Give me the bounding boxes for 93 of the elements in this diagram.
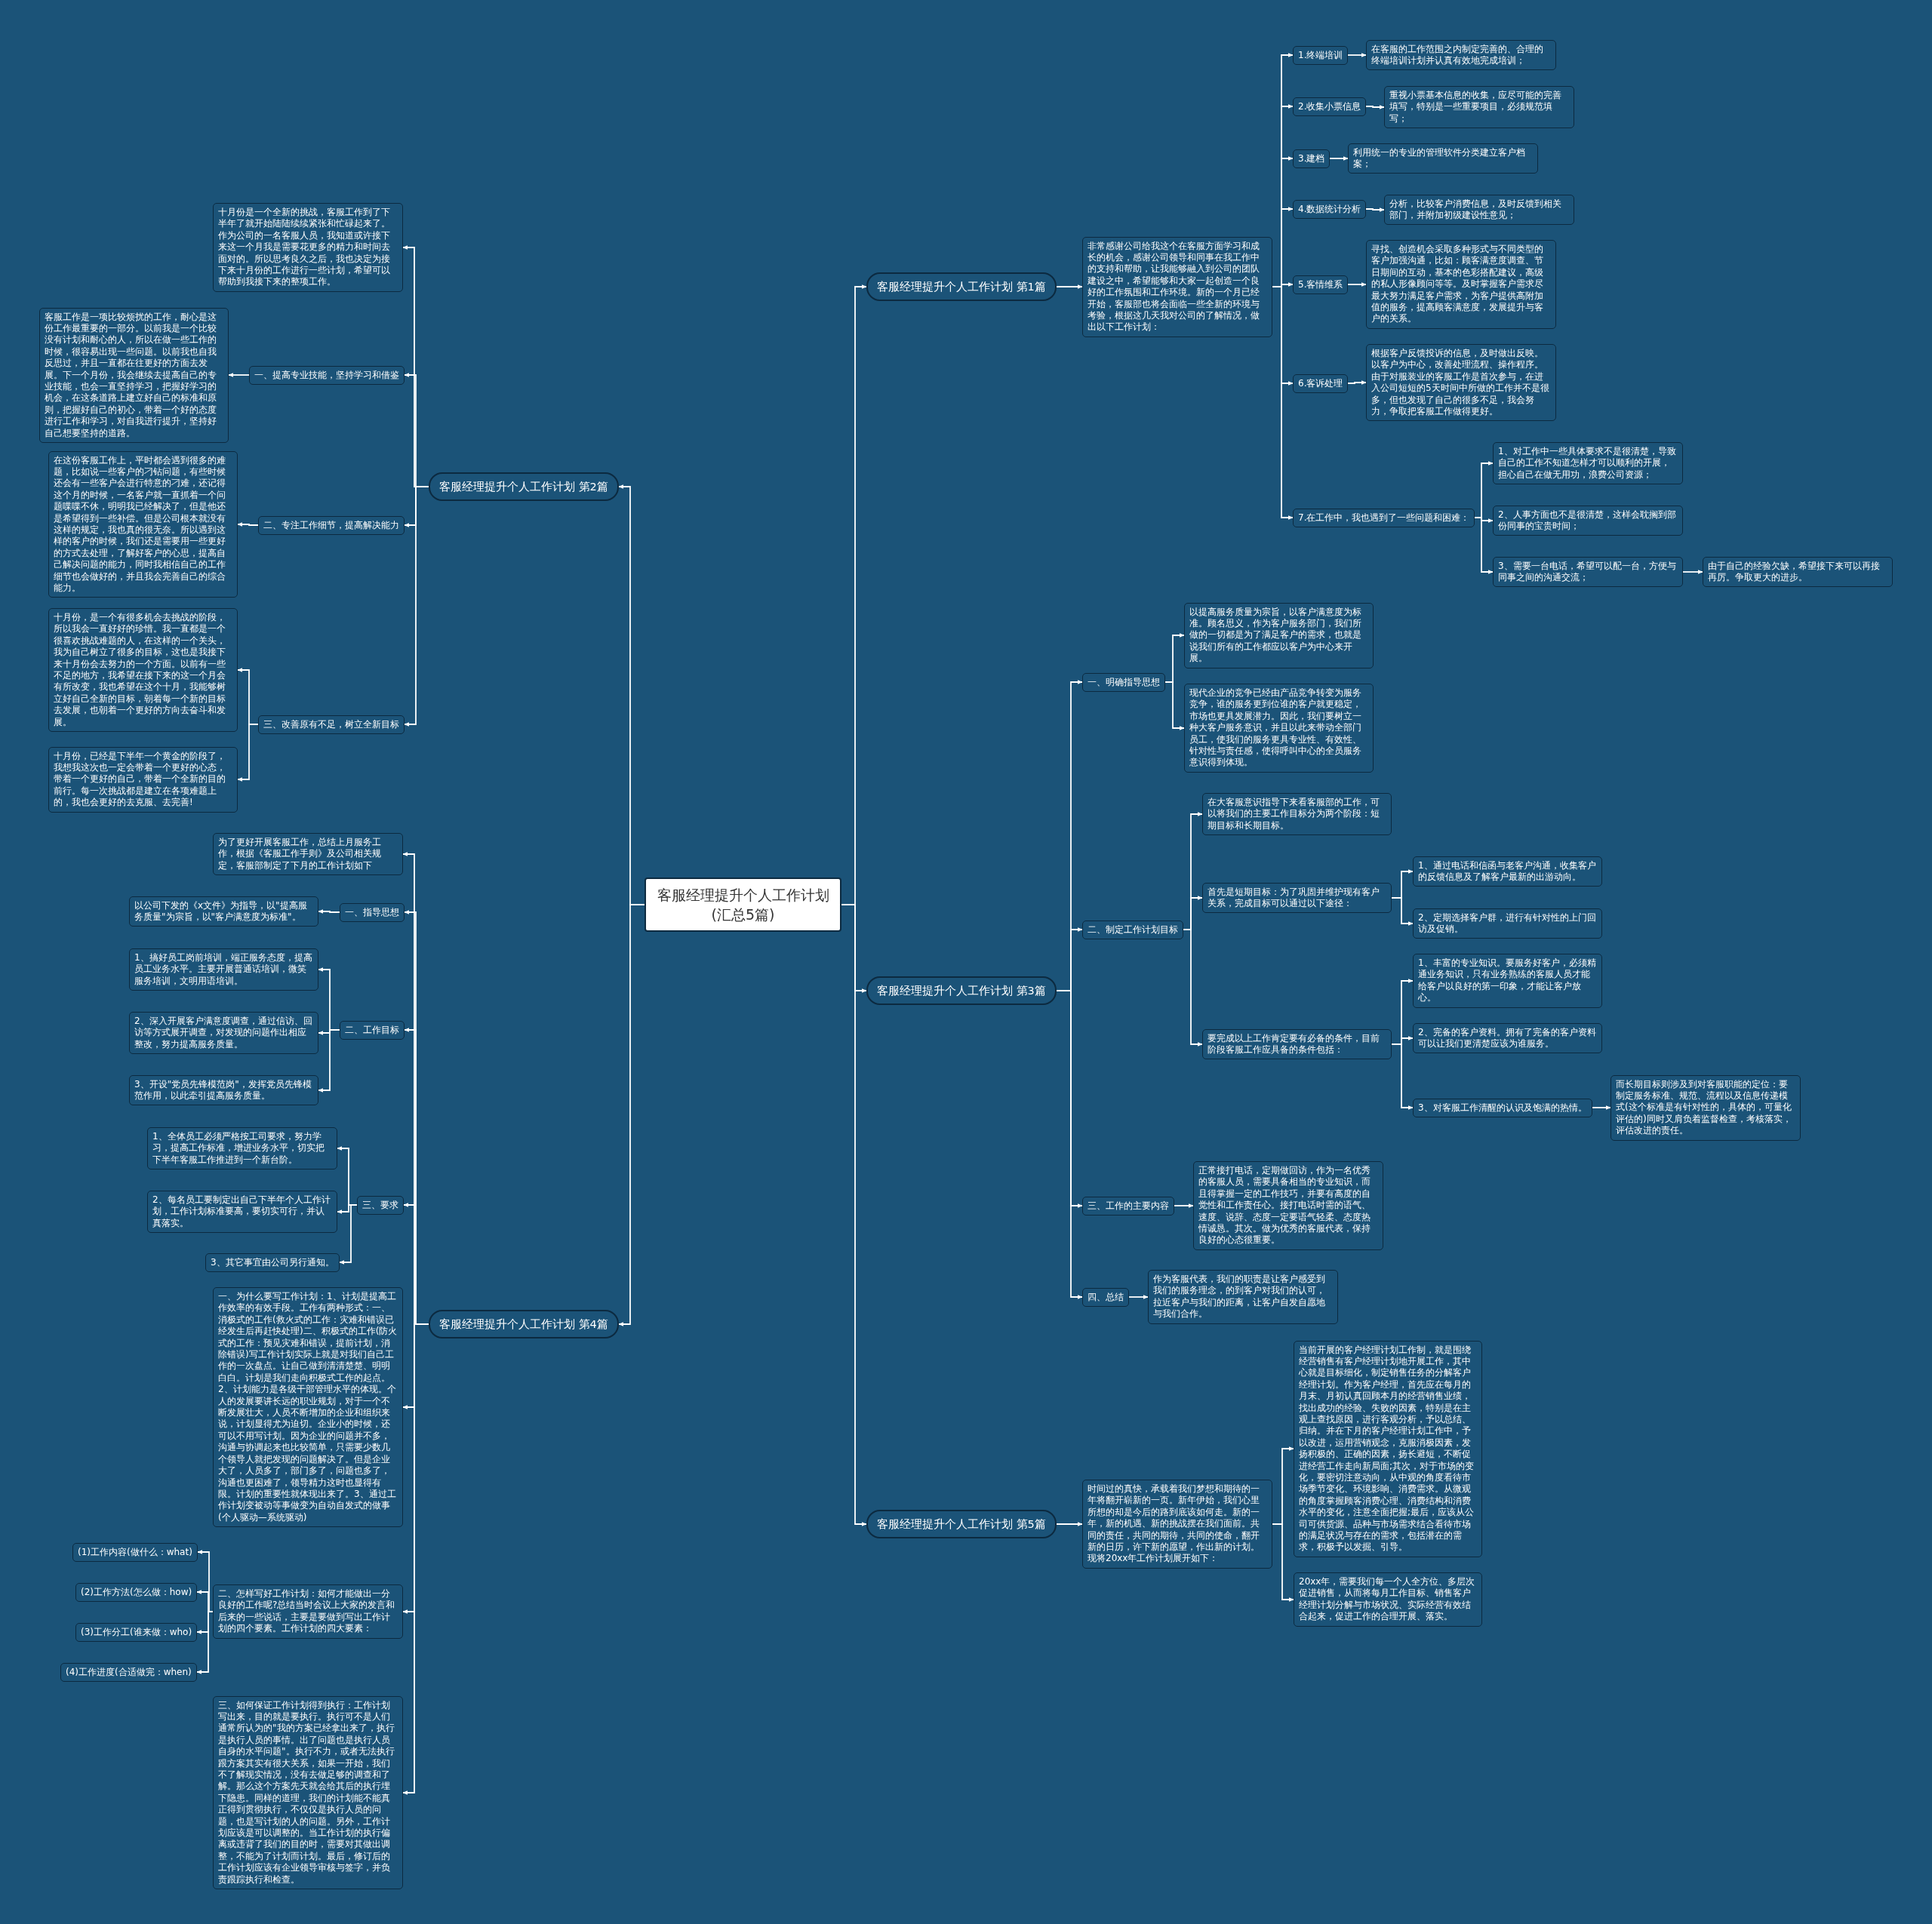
topic-box: 根据客户反馈投诉的信息，及时做出反映。以客户为中心，改善处理流程、操作程序。由于对服装业的客服工作是首次参与，在进入公司短短的5天时间中所做的工作并不是很多，但也发现了自己的很多不足，我会努力，争取把客服工作做得更好。	[1366, 344, 1556, 422]
topic-box: 为了更好开展客服工作，总结上月服务工作，根据《客服工作手则》及公司相关规定，客服部制定了下月的工作计划如下	[213, 833, 403, 876]
connector-arrow	[1347, 282, 1367, 287]
topic-box: (4)工作进度(合适做完：when)	[60, 1662, 197, 1682]
topic-box: 1、对工作中一些具体要求不是很清楚，导致自己的工作不知道怎样才可以顺利的开展，担心自己在做无用功，浪费公司资源；	[1493, 442, 1683, 485]
topic-box: 以提高服务质量为宗旨，以客户满意度为标准。顾名思义，作为客户服务部门，我们所做的一切都是为了满足客户的需求，也就是说我们所有的工作都应以客户为中心来开展。	[1184, 602, 1374, 668]
connector-arrow	[1174, 1203, 1194, 1208]
connector-arrow	[1391, 897, 1414, 926]
topic-box: 三、如何保证工作计划得到执行：工作计划写出来，目的就是要执行。执行可不是人们通常所认为的"我的方案已经拿出来了，执行是执行人员的事情。出了问题也是执行人员自身的水平问题"。执行不力，或者无法执行跟方案其实有很大关系，如果一开始，我们不了解现实情况，没有去做足够的调查和了解。那么这个方案先天就会给其后的执行埋下隐患。同样的道理，我们的计划能不能真正得到贯彻执行，不仅仅是执行人员的问题，也是写计划的人的问题。另外，工作计划应该是可以调整的。当工作计划的执行偏离或违背了我们的目的时，需要对其做出调整，不能为了计划而计划。最后，修订后的工作计划应该有企业领导审核与签字，并负责跟踪执行和检查。	[213, 1695, 403, 1889]
connector-arrow	[1128, 1295, 1149, 1299]
topic-box: 正常接打电话，定期做回访，作为一名优秀的客服人员，需要具备相当的专业知识，而且得掌握一定的工作技巧，并要有高度的自觉性和工作责任心。接打电话时需的语气、速度、说辞、态度一定要语气轻柔、态度热情诚恳。其次。做为优秀的客服代表，保持良好的心态很重要。	[1193, 1161, 1383, 1250]
topic-box: 1、丰富的专业知识。要服务好客户，必须精通业务知识，只有业务熟练的客服人员才能给客户以良好的第一印象，才能让客户放心。	[1413, 954, 1602, 1008]
topic-box: 在这份客服工作上，平时都会遇到很多的难题，比如说一些客户的刁钻问题，有些时候还会有一些客户会进行特意的刁难，还记得这个月的时候，一名客户就一直抓着一个问题喋喋不休，明明我已经解决了，但是他还是希望得到一些补偿。但是公司根本就没有这样的规定，我也真的很无奈。所以遇到这样的客户的时候，我们还是需要用一些更好的方式去处理，了解好客户的心思，提高自己解决问题的能力，同时我相信自己的工作细节也会做好的，并且我会完善自己的综合能力。	[48, 450, 238, 598]
topic-box: 要完成以上工作肯定要有必备的条件，目前阶段客服工作应具备的条件包括：	[1202, 1028, 1392, 1060]
branch-topic: 客服经理提升个人工作计划 第5篇	[866, 1510, 1057, 1538]
topic-box: 1.终端培训	[1293, 45, 1349, 65]
topic-box: 十月份，已经是下半年一个黄金的阶段了，我想我这次也一定会带着一个更好的心态，带着一个更好的自己，带着一个全新的目的前行。每一次挑战都是建立在各项难题上的，我也会更好的去克服、去完善!	[48, 746, 238, 813]
topic-box: 6.客诉处理	[1293, 373, 1349, 393]
topic-box: 5.客情维系	[1293, 275, 1349, 294]
topic-box: 在大客服意识指导下来看客服部的工作，可以将我们的主要工作目标分为两个阶段：短期目标和长期目标。	[1202, 793, 1392, 836]
connector-arrow	[1592, 1105, 1611, 1110]
connector-arrow	[1365, 207, 1385, 212]
topic-box: 三、工作的主要内容	[1082, 1196, 1174, 1216]
branch-topic: 客服经理提升个人工作计划 第2篇	[429, 472, 619, 501]
topic-box: 在客服的工作范围之内制定完善的、合理的终端培训计划并认真有效地完成培训；	[1366, 39, 1556, 71]
branch-topic: 客服经理提升个人工作计划 第3篇	[866, 976, 1057, 1005]
branch-topic: 客服经理提升个人工作计划 第4篇	[429, 1310, 619, 1339]
connector-arrow	[1391, 1043, 1414, 1110]
topic-box: 2、深入开展客户满意度调查，通过信访、回访等方式展开调查，对发现的问题作出相应整改，努力提高服务质量。	[129, 1012, 318, 1055]
connector-arrow	[1056, 284, 1083, 289]
connector-arrow	[1056, 1522, 1083, 1526]
topic-box: 客服工作是一项比较烦扰的工作，耐心是这份工作最重要的一部分。以前我是一个比较没有计划和耐心的人，所以在做一些工作的时候，很容易出现一些问题。以前我也自我反思过，并且一直都在往更好的方面去发展。下一个月份，我会继续去提高自己的专业技能，也会一直坚持学习，把握好学习的机会，在这条道路上建立好自己的标准和原则，把握好自己的初心，带着一个好的态度进行工作和学习，对自我进行提升，坚持好自己想要坚持的道路。	[39, 307, 229, 443]
topic-box: 时间过的真快，承载着我们梦想和期待的一年将翻开崭新的一页。新年伊始，我们心里所想的却是今后的路到底该如何走。新的一年，新的机遇、新的挑战摆在我们面前。共同的责任，共同的期待，共同的使命，翻开新的日历，许下新的愿望，作出新的计划。现将20xx年工作计划展开如下：	[1082, 1480, 1272, 1569]
topic-box: 当前开展的客户经理计划工作制，就是围绕经营销售有客户经理计划地开展工作，其中心就是目标细化，制定销售任务的分解客户经理计划。作为客户经理，首先应在每月的月末、月初认真回顾本月的经营销售业绩，找出成功的经验、失败的因素，特别是在主观上查找原因，进行客观分析，予以总结、归纳。并在下月的客户经理计划工作中，予以改进，运用营销观念，克服消极因素，发扬积极的、正确的因素，扬长避短，不断促进经营工作走向新局面;其次，对于市场的变化，要密切注意动向，从中观的角度看待市场季节变化、环境影响、消费需求。从微观的角度掌握顾客消费心理、消费结构和消费水平的变化，注意全面把握;最后，应该从公司可供货源、品种与市场需求结合看待市场的满足状况与存在的需求，包括潜在的需求，积极予以发掘、引导。	[1294, 1340, 1482, 1557]
connector-arrow	[1365, 105, 1385, 109]
topic-box: 2、定期选择客户群，进行有针对性的上门回访及促销。	[1413, 908, 1602, 939]
connector-arrow	[228, 373, 250, 377]
topic-box: 3、其它事宜由公司另行通知。	[205, 1252, 340, 1272]
topic-box: 二、工作目标	[340, 1020, 405, 1040]
connector-arrow	[404, 486, 429, 727]
topic-box: 一、提高专业技能，坚持学习和借鉴	[249, 365, 405, 385]
topic-box: 2、人事方面也不是很清楚，这样会耽搁到部份同事的宝贵时间；	[1493, 505, 1683, 536]
topic-box: 2、每名员工要制定出自己下半年个人工作计划，工作计划标准要高，要切实可行，并认真落实。	[147, 1191, 337, 1234]
connector-arrow	[1164, 681, 1185, 730]
topic-box: 一、指导思想	[340, 902, 405, 922]
topic-box: 利用统一的专业的管理软件分类建立客户档案；	[1348, 143, 1538, 174]
topic-box: 7.在工作中，我也遇到了一些问题和困难：	[1293, 508, 1475, 527]
topic-box: 20xx年，需要我们每一个人全方位、多层次促进销售，从而将每月工作目标、销售客户经理计划分解与市场状况、实际经营有效结合起来，促进工作的合理开展、落实。	[1294, 1572, 1482, 1627]
topic-box: 寻找、创造机会采取多种形式与不同类型的客户加强沟通，比如：顾客满意度调查、节日期间的互动，基本的色彩搭配建议，高级的私人形像顾问等等。及时掌握客户需求尽最大努力满足客户需求，为客户提供高附加值的服务，提高顾客满意度，发展提升与客户的关系。	[1366, 240, 1556, 329]
topic-box: 1、通过电话和信函与老客户沟通，收集客户的反馈信息及了解客户最新的出游动向。	[1413, 856, 1602, 887]
topic-box: 由于自己的经验欠缺，希望接下来可以再接再厉。争取更大的进步。	[1703, 556, 1893, 588]
connector-arrow	[1347, 380, 1367, 385]
topic-box: 二、制定工作计划目标	[1082, 920, 1183, 939]
topic-box: 以公司下发的《x文件》为指导，以"提高服务质量"为宗旨，以"客户满意度为标准"。	[129, 896, 318, 927]
topic-box: 1、全体员工必须严格按工司要求，努力学习，提高工作标准，增进业务水平，切实把下半年客服工作推进到一个新台阶。	[147, 1127, 337, 1170]
topic-box: 二、专注工作细节，提高解决能力	[258, 515, 405, 535]
topic-box: 十月份是一个全新的挑战，客服工作到了下半年了就开始陆陆续续紧张和忙碌起来了。作为公司的一名客服人员，我知道或许接下来这一个月我是需要花更多的精力和时间去面对的。所以思考良久之后，我也决定为接下来十月份的工作进行一些计划，希望可以帮助到我接下来的整项工作。	[213, 203, 403, 292]
branch-topic: 客服经理提升个人工作计划 第1篇	[866, 272, 1057, 301]
topic-box: (3)工作分工(谁来做：who)	[75, 1622, 198, 1642]
topic-box: 分析，比较客户消费信息，及时反馈到相关部门，并附加初级建设性意见；	[1384, 194, 1574, 226]
connector-arrow	[237, 724, 259, 782]
topic-box: 3.建档	[1293, 149, 1331, 168]
topic-box: 三、改善原有不足，树立全新目标	[258, 715, 405, 734]
connector-arrow	[1183, 929, 1203, 1047]
connector-arrow	[1272, 286, 1294, 520]
topic-box: 2.收集小票信息	[1293, 97, 1367, 116]
topic-box: 4.数据统计分析	[1293, 199, 1367, 219]
topic-box: 首先是短期目标：为了巩固并维护现有客户关系，完成目标可以通过以下途径：	[1202, 882, 1392, 914]
connector-arrow	[1682, 570, 1703, 574]
connector-arrow	[318, 1029, 340, 1093]
topic-box: 重视小票基本信息的收集，应尽可能的完善填写，特别是一些重要项目，必须规范填写；	[1384, 86, 1574, 129]
connector-arrow	[237, 522, 259, 527]
topic-box: 2、完备的客户资料。拥有了完备的客户资料可以让我们更清楚应该为谁服务。	[1413, 1022, 1602, 1054]
topic-box: 四、总结	[1082, 1287, 1129, 1307]
topic-box: 3、需要一台电话，希望可以配一台，方便与同事之间的沟通交流；	[1493, 556, 1683, 588]
topic-box: (2)工作方法(怎么做：how)	[75, 1582, 198, 1602]
topic-box: 现代企业的竞争已经由产品竞争转变为服务竞争，谁的服务更到位谁的客户就更稳定，市场也更具发展潜力。因此，我们要树立一种大客户服务意识，并且以此来带动全部门员工，使我们的服务更具专业性、有效性、针对性与责任感，使得呼叫中心的全员服务意识得到体现。	[1184, 684, 1374, 773]
topic-box: 1、搞好员工岗前培训，端正服务态度，提高员工业务水平。主要开展普通话培训，微笑服务培训，文明用语培训。	[129, 948, 318, 991]
topic-box: 一、为什么要写工作计划：1、计划是提高工作效率的有效手段。工作有两种形式：一、消极式的工作(救火式的工作：灾难和错误已经发生后再赶快处理)二、积极式的工作(防火式的工作：预见灾难和错误，提前计划，消除错误)写工作计划实际上就是对我们自己工作的一次盘点。让自己做到清清楚楚、明明白白。计划是我们走向积极式工作的起点。2、计划能力是各级干部管理水平的体现。个人的发展要讲长远的职业规划，对于一个不断发展壮大，人员不断增加的企业和组织来说，计划显得尤为迫切。企业小的时候，还可以不用写计划。因为企业的问题并不多，沟通与协调起来也比较简单，只需要少数几个领导人就把发现的问题解决了。但是企业大了，人员多了，部门多了，问题也多了，沟通也更困难了，领导精力这时也显得有限。计划的重要性就体现出来了。3、通过工作计划变被动等事做变为自动自发式的做事(个人驱动—系统驱动)	[213, 1287, 403, 1528]
central-topic: 客服经理提升个人工作计划(汇总5篇)	[645, 877, 841, 932]
topic-box: 非常感谢公司给我这个在客服方面学习和成长的机会，感谢公司领导和同事在我工作中的支持和帮助，让我能够融入到公司的团队建设之中，希望能够和大家一起创造一个良好的工作氛围和工作环境。新的一个月已经开始，客服部也将会面临一些全新的环境与考验，根据这几天我对公司的了解情况，做出以下工作计划：	[1082, 236, 1272, 337]
topic-box: (1)工作内容(做什么：what)	[72, 1542, 198, 1562]
connector-arrow	[1329, 156, 1349, 161]
topic-box: 三、要求	[357, 1195, 404, 1215]
topic-box: 作为客服代表，我们的职责是让客户感受到我们的服务理念，的到客户对我们的认可，拉近客户与我们的距离，让客户自发自愿地与我们合作。	[1148, 1270, 1338, 1324]
connector-arrow	[318, 909, 340, 914]
topic-box: 二、怎样写好工作计划：如何才能做出一分良好的工作呢?总结当时会议上大家的发言和后来的一些说话，主要是要做到写出工作计划的四个要素。工作计划的四大要素：	[213, 1584, 403, 1639]
topic-box: 一、明确指导思想	[1082, 672, 1165, 692]
connector-arrow	[1347, 53, 1367, 57]
topic-box: 3、开设"党员先锋模范岗"，发挥党员先锋模范作用，以此牵引提高服务质量。	[129, 1074, 318, 1106]
topic-box: 十月份，是一个有很多机会去挑战的阶段，所以我会一直好好的珍惜。我一直都是一个很喜欢挑战难题的人，在这样的一个关头，我为自己树立了很多的目标，这也是我接下来十月份会去努力的一个方面。以前有一些不足的地方，我希望在接下来的这一个月会有所改变，我也希望在这个十月，我能够树立好自己全新的目标，朝着每一个新的目标去发展，也朝着一个更好的方向去奋斗和发展。	[48, 608, 238, 733]
topic-box: 而长期目标则涉及到对客服职能的定位：要制定服务标准、规范、流程以及信息传递模式(这个标准是有针对性的，具体的，可量化评估的)同时又肩负着监督检查，考核落实，评估改进的责任。	[1611, 1074, 1801, 1141]
topic-box: 3、对客服工作清醒的认识及饱满的热情。	[1413, 1098, 1592, 1117]
